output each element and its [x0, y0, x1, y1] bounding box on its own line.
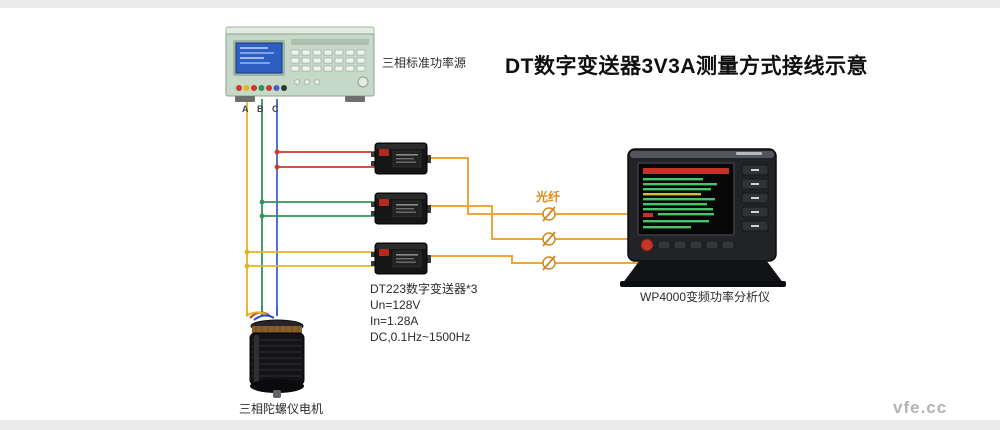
phase-label-b: B	[257, 104, 264, 114]
analyzer-graphic	[620, 148, 786, 287]
transmitter-freq-line: DC,0.1Hz~1500Hz	[370, 330, 471, 344]
bottom-border-band	[0, 420, 1000, 430]
transmitter-graphic-3	[371, 242, 431, 275]
top-border-band	[0, 0, 1000, 8]
fiber-label: 光纤	[536, 190, 561, 204]
motor-graphic	[245, 306, 305, 398]
fiber-joint-icon	[542, 231, 556, 247]
analyzer-label: WP4000变频功率分析仪	[640, 290, 771, 304]
fiber-line-2	[426, 205, 640, 240]
phase-label-c: C	[272, 104, 279, 114]
site-watermark: vfe.cc	[893, 398, 948, 417]
transmitter-model-line: DT223数字变送器*3	[370, 282, 478, 296]
fiber-joint-icon	[542, 255, 556, 271]
fiber-joint-icon	[542, 206, 556, 222]
transmitter-un-line: Un=128V	[370, 298, 421, 312]
power-source-label: 三相标准功率源	[382, 56, 467, 70]
transmitter-graphic-1	[371, 142, 431, 175]
phase-label-a: A	[242, 104, 249, 114]
transmitter-graphic-2	[371, 192, 431, 225]
motor-label: 三相陀螺仪电机	[239, 402, 324, 416]
transmitter-in-line: In=1.28A	[370, 314, 419, 328]
power-source-graphic	[225, 26, 375, 102]
diagram-title: DT数字变送器3V3A测量方式接线示意	[505, 55, 869, 78]
fiber-line-3	[426, 255, 640, 264]
transmitter-info-block: DT223数字变送器*3 Un=128V In=1.28A DC,0.1Hz~1…	[370, 281, 477, 345]
